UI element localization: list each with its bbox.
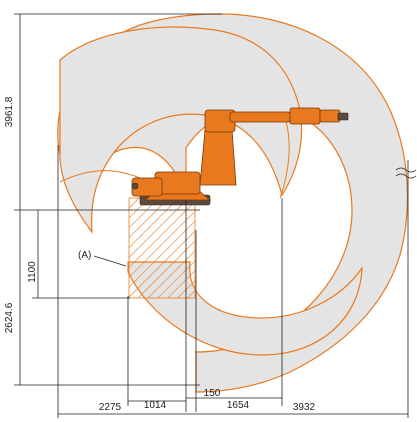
robot-arm [131, 107, 349, 206]
callout-label-a: (A) [78, 250, 91, 261]
dim-mid-horizontal: 1014 [144, 400, 167, 411]
working-envelope [57, 13, 409, 393]
dim-right-outer: 3932 [293, 402, 316, 413]
dim-left-horizontal: 2275 [99, 402, 122, 413]
break-symbol-icon [395, 167, 417, 179]
dim-right-inner: 1654 [227, 400, 250, 411]
dim-top-vertical: 3961.8 [4, 96, 15, 127]
dim-offset: 150 [204, 388, 221, 399]
dim-hatched-height: 1100 [27, 261, 38, 283]
callout-arrow [93, 255, 127, 267]
horizontal-dimensions [57, 145, 409, 418]
hatched-zone-a [128, 197, 196, 299]
dim-lower-vertical: 2624.6 [4, 302, 15, 333]
vertical-dimensions [14, 13, 222, 386]
